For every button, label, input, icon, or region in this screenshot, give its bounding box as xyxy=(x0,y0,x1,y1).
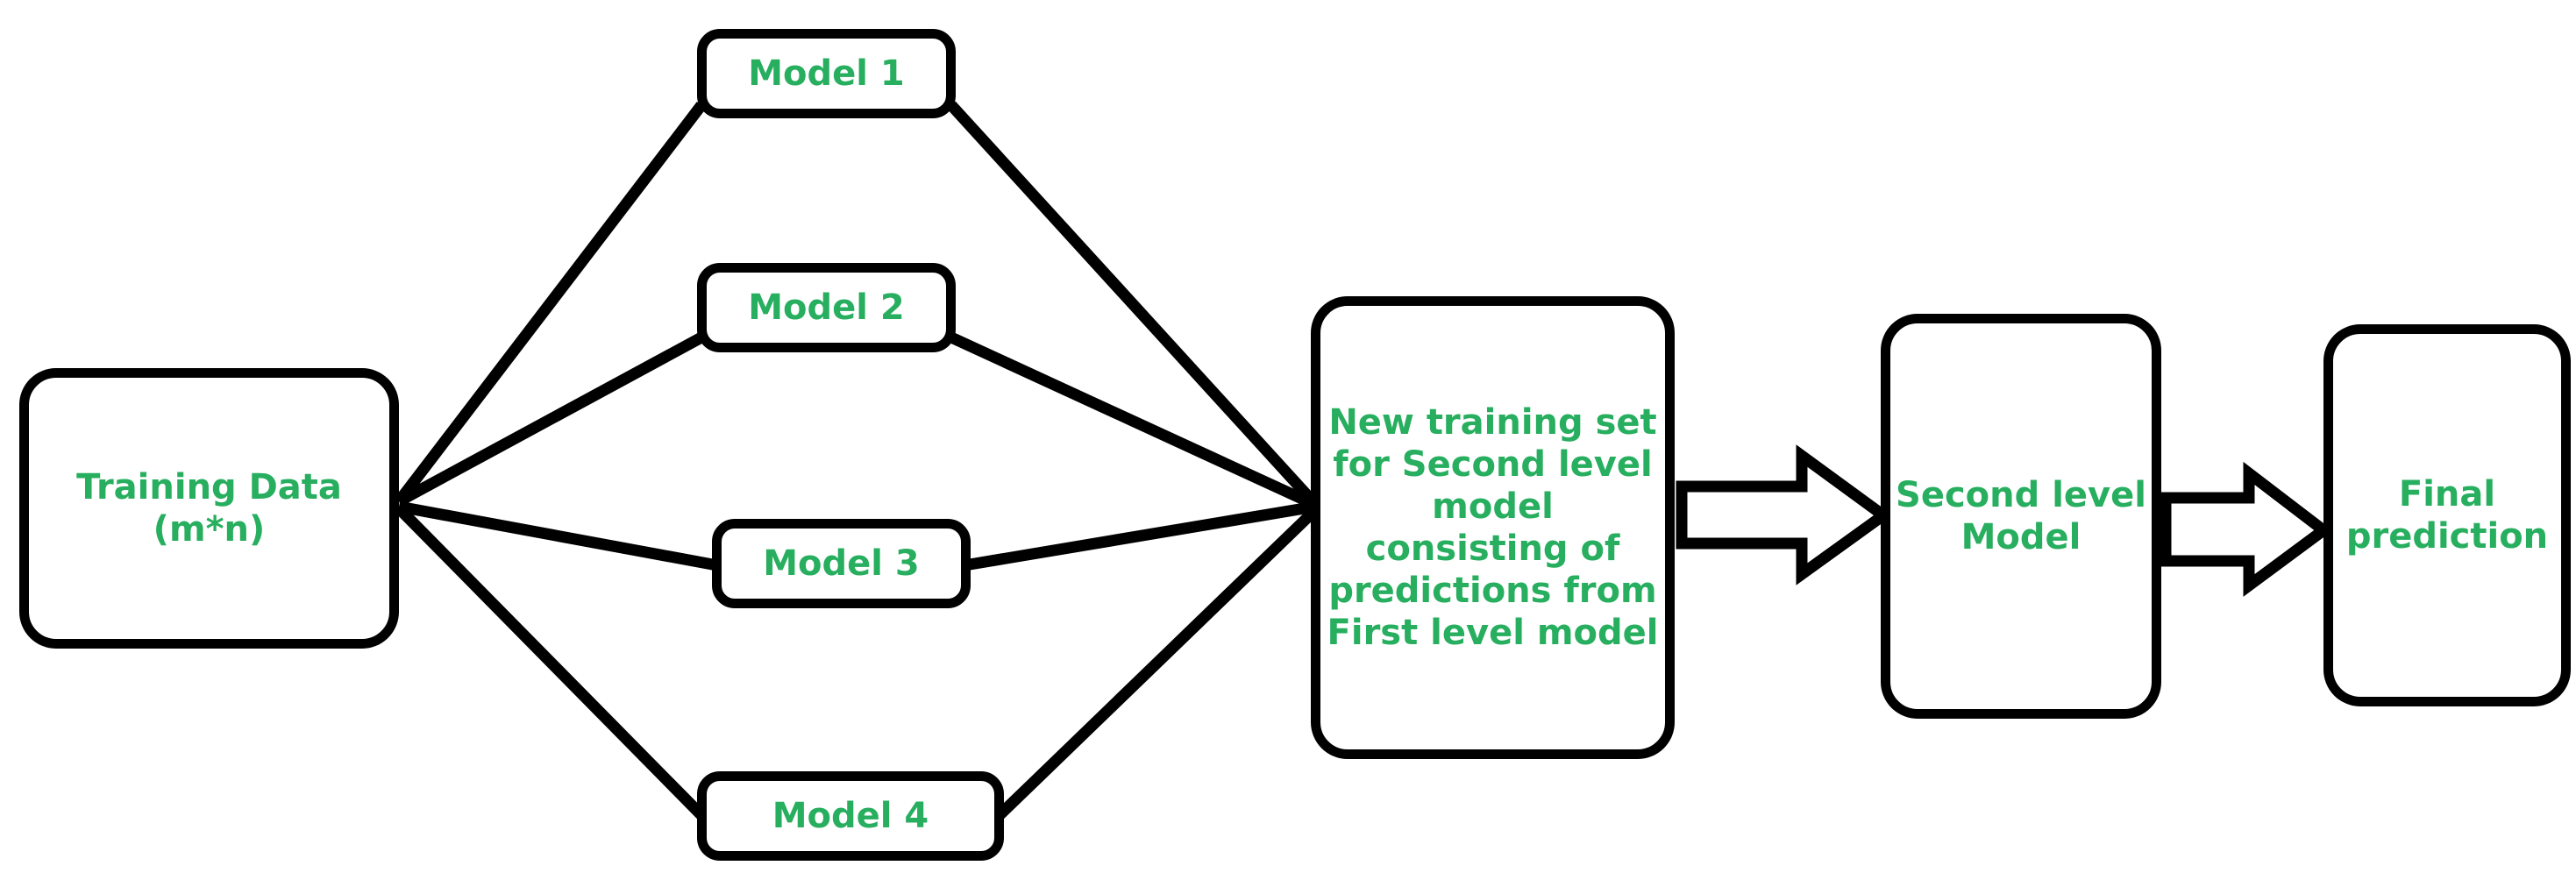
node-final-prediction-label: Final prediction xyxy=(2345,474,2549,557)
block-arrow-to-second-level-model xyxy=(1676,444,1894,585)
node-model-2[interactable]: Model 2 xyxy=(697,263,956,352)
block-arrow-to-final-prediction xyxy=(2160,461,2333,597)
edge-training-data-to-model-2 xyxy=(395,332,705,507)
edge-training-data-to-model-4 xyxy=(395,504,706,820)
node-final-prediction[interactable]: Final prediction xyxy=(2323,324,2571,706)
edge-training-data-to-model-1 xyxy=(394,102,707,505)
node-model-3[interactable]: Model 3 xyxy=(712,519,971,608)
node-second-level-model-label: Second level Model xyxy=(1896,475,2146,557)
node-model-3-label: Model 3 xyxy=(763,543,920,584)
edge-model-2-to-new-training-set xyxy=(949,332,1318,510)
node-model-1[interactable]: Model 1 xyxy=(697,29,956,118)
node-model-1-label: Model 1 xyxy=(748,53,905,94)
node-model-4-label: Model 4 xyxy=(772,796,929,836)
edge-training-data-to-model-3 xyxy=(397,500,719,571)
node-training-data[interactable]: Training Data (m*n) xyxy=(19,368,399,649)
edge-model-4-to-new-training-set xyxy=(995,506,1320,820)
node-second-level-model[interactable]: Second level Model xyxy=(1881,314,2161,719)
node-model-4[interactable]: Model 4 xyxy=(697,771,1004,861)
edge-model-1-to-new-training-set xyxy=(947,101,1320,508)
edge-model-3-to-new-training-set xyxy=(963,500,1317,571)
node-new-training-set-label: New training set for Second level model … xyxy=(1327,402,1659,653)
node-model-2-label: Model 2 xyxy=(748,287,905,328)
node-training-data-label: Training Data (m*n) xyxy=(76,467,342,550)
node-new-training-set[interactable]: New training set for Second level model … xyxy=(1311,296,1675,759)
